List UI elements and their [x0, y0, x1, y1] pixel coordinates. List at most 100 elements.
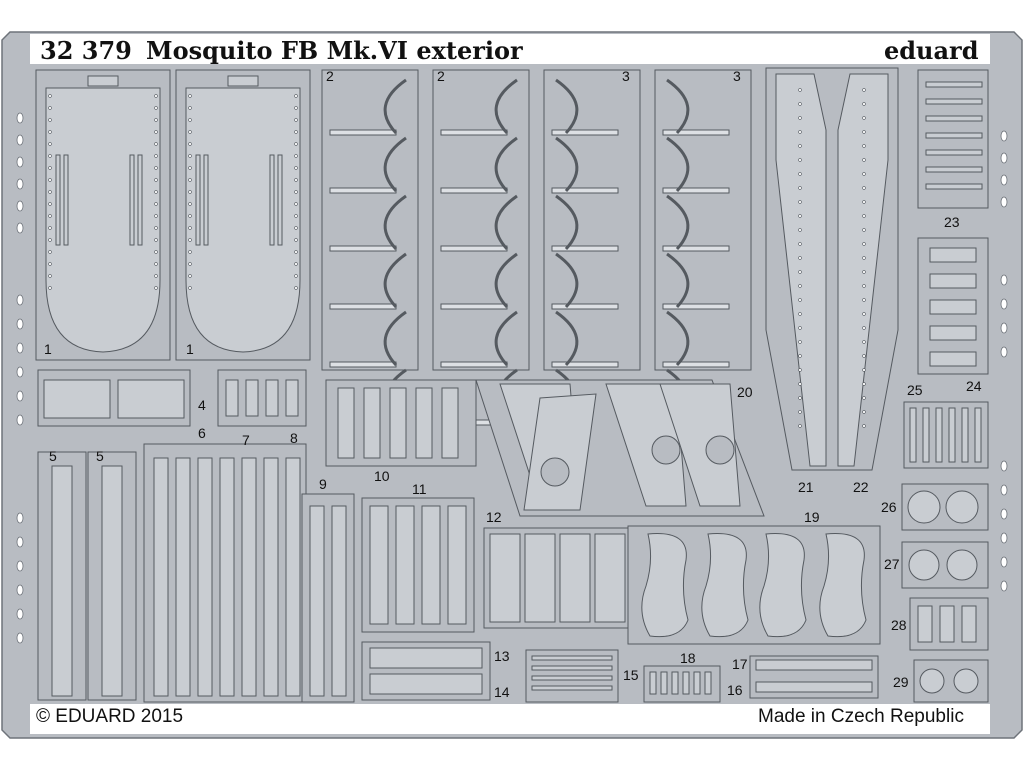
bracket-plate [523, 393, 597, 511]
rivet-hole [154, 250, 158, 254]
bracket-part [594, 533, 626, 623]
door-tab [87, 75, 119, 87]
rivet-hole [48, 106, 52, 110]
etched-parts [35, 67, 989, 703]
edge-hole [16, 390, 24, 402]
rivet-hole [154, 118, 158, 122]
rivet-hole [862, 256, 866, 260]
hinge-wire [555, 252, 579, 309]
hinge-panel-frame [321, 69, 419, 371]
grip-pad [701, 533, 749, 638]
rivet-hole [798, 354, 802, 358]
hinge-bar [440, 187, 508, 194]
hinge-wire [555, 194, 579, 251]
part-number: 1 [44, 341, 52, 357]
part-number: 1 [186, 341, 194, 357]
rail-part [219, 457, 235, 697]
hinge-wire [383, 194, 407, 251]
edge-hole [16, 584, 24, 596]
rivet-hole [294, 202, 298, 206]
hinge-bar [440, 245, 508, 252]
plate-part [369, 673, 483, 695]
hook-part [961, 605, 977, 643]
edge-hole [1000, 322, 1008, 334]
hinge-panel-frame [543, 69, 641, 371]
rivet-hole [294, 250, 298, 254]
hook-part [939, 605, 955, 643]
set-code: 32 379 [40, 36, 132, 65]
rivet-hole [862, 354, 866, 358]
rivet-hole [188, 94, 192, 98]
clip-part [245, 379, 259, 417]
rivet-hole [798, 312, 802, 316]
rail-part [309, 505, 325, 697]
rivet-hole [798, 242, 802, 246]
clip-part [929, 325, 977, 341]
part-number: 27 [884, 556, 900, 572]
rivet-hole [862, 424, 866, 428]
rivet-hole [48, 286, 52, 290]
edge-hole [16, 134, 24, 146]
clip-part [265, 379, 279, 417]
hinge-wire [494, 310, 518, 367]
rivet-hole [48, 178, 52, 182]
rivet-hole [188, 142, 192, 146]
rivet-hole [294, 94, 298, 98]
pin-part [682, 671, 690, 695]
rivet-hole [48, 274, 52, 278]
lightening-hole [540, 457, 570, 487]
hinge-wire [494, 136, 518, 193]
part-number: 13 [494, 648, 510, 664]
rivet-hole [294, 178, 298, 182]
rivet-hole [798, 200, 802, 204]
footer-strip [30, 704, 990, 734]
part-number: 6 [198, 425, 206, 441]
door-rib [277, 154, 283, 246]
part-number: 22 [853, 479, 869, 495]
rivet-hole [188, 178, 192, 182]
bomb-door [185, 87, 301, 353]
rivet-hole [188, 130, 192, 134]
rivet-hole [48, 118, 52, 122]
part-number: 11 [412, 481, 427, 497]
edge-hole [16, 366, 24, 378]
part-number: 12 [486, 509, 502, 525]
bracket-plate [659, 383, 741, 507]
hinge-bar [662, 361, 730, 368]
rivet-hole [154, 262, 158, 266]
strip-part [43, 379, 111, 419]
clip-part [447, 505, 467, 625]
rivet-hole [48, 94, 52, 98]
hinge-wire [494, 78, 518, 135]
edge-hole [1000, 508, 1008, 520]
chain-part [925, 149, 983, 156]
hinge-wire [383, 252, 407, 309]
door-rib [203, 154, 209, 246]
rivet-hole [798, 158, 802, 162]
chain-part [925, 81, 983, 88]
wire-part [531, 675, 613, 681]
part-number: 10 [374, 468, 390, 484]
rivet-hole [862, 270, 866, 274]
hinge-bar [551, 129, 619, 136]
rivet-hole [798, 172, 802, 176]
part-number: 9 [319, 476, 327, 492]
rivet-hole [862, 326, 866, 330]
rivet-hole [862, 382, 866, 386]
wire-part [531, 655, 613, 661]
rivet-hole [48, 250, 52, 254]
rivet-hole [154, 286, 158, 290]
part-number: 2 [437, 68, 445, 84]
door-rib [63, 154, 69, 246]
hinge-wire [494, 194, 518, 251]
rivet-hole [798, 144, 802, 148]
rivet-hole [294, 106, 298, 110]
rivet-hole [798, 270, 802, 274]
ring-part [946, 549, 978, 581]
rivet-hole [294, 274, 298, 278]
lightening-hole [705, 435, 735, 465]
clip-part [337, 387, 355, 459]
chain-part [925, 183, 983, 190]
tapered-panel [837, 73, 889, 467]
strip-part [755, 681, 873, 693]
